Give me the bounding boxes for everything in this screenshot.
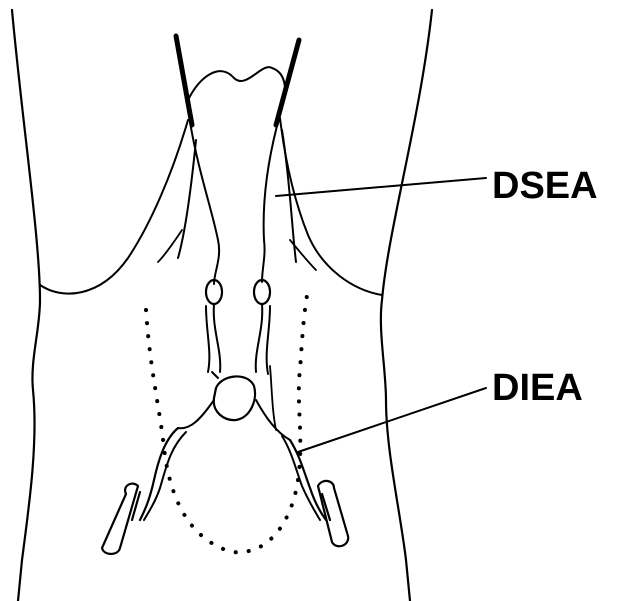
dsea-branch-left xyxy=(178,140,196,258)
dsea-leader-line xyxy=(276,178,486,196)
anastomosis-loop-right xyxy=(254,280,270,304)
diea-vessel-right-2 xyxy=(282,436,320,520)
umbilical-stalk xyxy=(212,372,218,378)
lower-vessel-left xyxy=(178,400,214,428)
diea-label: DIEA xyxy=(492,367,583,409)
costal-margin-left xyxy=(40,120,188,294)
internal-mammary-left xyxy=(176,36,192,125)
xiphoid-outline xyxy=(188,67,285,112)
flap-outline-dotted xyxy=(146,290,308,552)
costal-margin-right xyxy=(280,118,382,295)
central-vessel-left-2 xyxy=(206,306,209,372)
body-outline-right xyxy=(381,10,432,601)
umbilicus xyxy=(214,376,255,420)
diea-vessel-right xyxy=(290,440,326,520)
iliac-stub-left xyxy=(102,484,140,554)
central-vessel-right-2 xyxy=(267,306,270,374)
dsea-label: DSEA xyxy=(492,165,598,207)
internal-mammary-right xyxy=(276,40,299,125)
vertical-vessel-right xyxy=(270,366,276,430)
dsea-vessel-right xyxy=(262,122,278,282)
diea-leader-line xyxy=(298,388,486,452)
central-vessel-left xyxy=(214,304,221,372)
diea-vessel-left xyxy=(140,428,178,520)
body-outline-left xyxy=(12,10,40,601)
central-vessel-right xyxy=(256,304,263,372)
